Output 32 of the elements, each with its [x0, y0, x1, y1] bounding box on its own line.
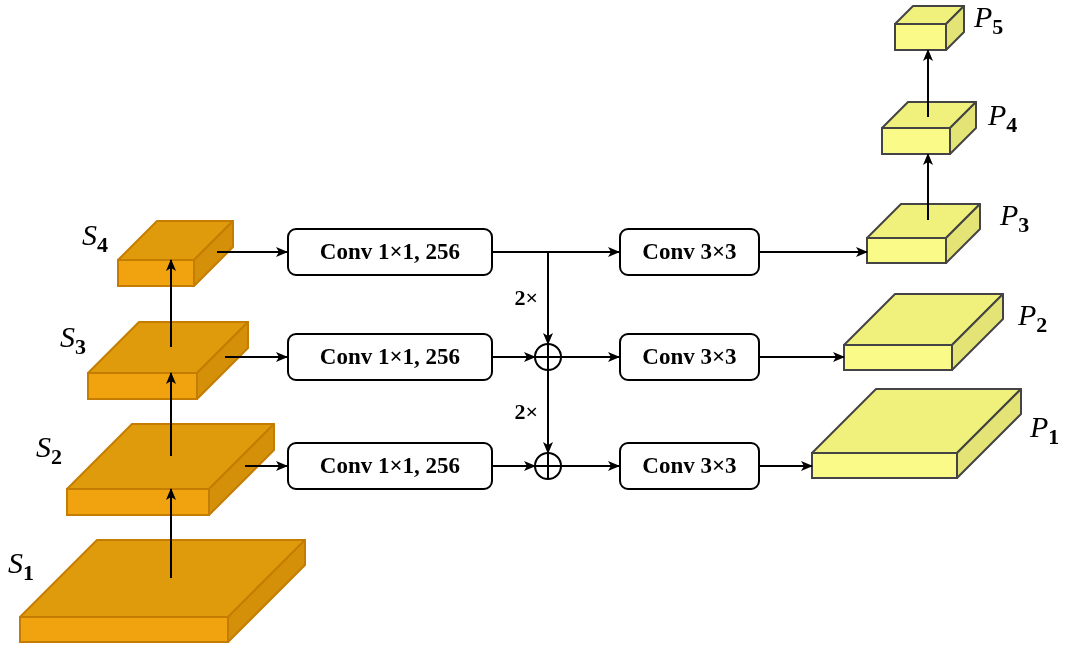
arrow	[166, 488, 176, 579]
arrow	[759, 247, 868, 257]
arrow	[560, 352, 620, 362]
feature-map-label: S$_{4}$	[82, 220, 108, 256]
arrow	[560, 461, 620, 471]
arrow	[759, 352, 845, 362]
arrow	[923, 49, 933, 118]
feature-map-label: P$_{3}$	[1000, 200, 1030, 236]
conv-block: Conv 3×3	[619, 228, 760, 276]
conv-block: Conv 1×1, 256	[287, 228, 493, 276]
conv-block: Conv 3×3	[619, 333, 760, 381]
arrow	[166, 259, 176, 348]
feature-map-label: S$_{1}$	[8, 548, 34, 584]
arrow	[759, 461, 813, 471]
arrow	[492, 352, 536, 362]
feature-map-label: S$_{2}$	[36, 432, 62, 468]
feature-map-label: P$_{1}$	[1030, 412, 1060, 448]
arrow	[166, 372, 176, 457]
arrow	[492, 251, 553, 345]
feature-map-label: P$_{4}$	[988, 100, 1018, 136]
feature-map-label: S$_{3}$	[60, 322, 86, 358]
arrow	[216, 247, 288, 257]
arrow	[923, 153, 933, 221]
conv-block: Conv 1×1, 256	[287, 333, 493, 381]
feature-map-label: P$_{2}$	[1018, 300, 1048, 336]
sum-operator-icon	[534, 452, 562, 480]
feature-map-label: P$_{5}$	[974, 2, 1004, 38]
sum-operator-icon	[534, 343, 562, 371]
arrow	[543, 369, 553, 454]
arrow	[492, 461, 536, 471]
conv-block: Conv 1×1, 256	[287, 442, 493, 490]
conv-block: Conv 3×3	[619, 442, 760, 490]
